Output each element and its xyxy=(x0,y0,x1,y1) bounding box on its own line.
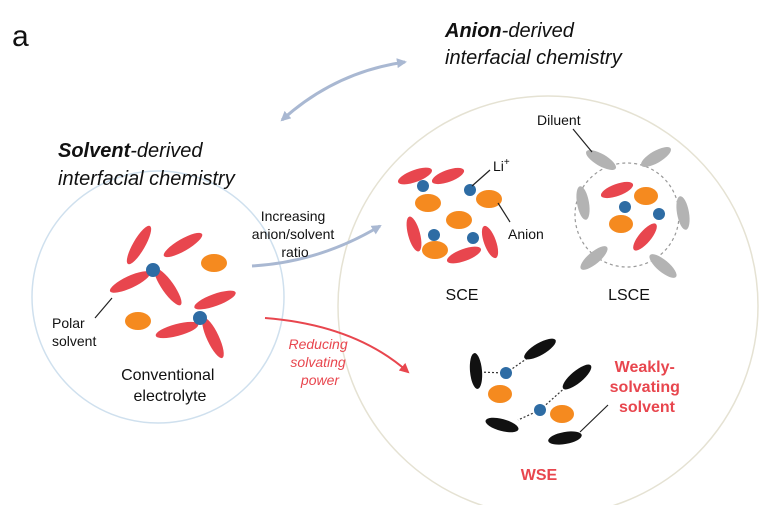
reducing-solvating-label: Reducing solvating power xyxy=(288,336,351,388)
reducing-solvating-arrow xyxy=(264,317,410,374)
lsce-label: LSCE xyxy=(608,287,650,304)
weakly-solvating-label: Weakly- solvating solvent xyxy=(610,359,685,416)
anion-header-line1: Anion-derived xyxy=(444,20,575,42)
anion-header-line2: interfacial chemistry xyxy=(445,47,623,69)
increasing-ratio-arrow xyxy=(251,224,382,268)
li-pointer xyxy=(471,169,491,187)
polar-solvent-pointer xyxy=(94,297,113,319)
diluent-pointer xyxy=(572,128,593,153)
anion-pointer xyxy=(497,202,511,223)
solvent-header-line2: interfacial chemistry xyxy=(58,168,236,190)
wse-cluster xyxy=(469,338,592,445)
conventional-electrolyte-label: Conventional electrolyte xyxy=(121,367,219,405)
conventional-electrolyte-circle xyxy=(31,170,285,424)
panel-label: a xyxy=(12,20,29,53)
two-way-arrow xyxy=(280,58,407,122)
wse-label: WSE xyxy=(521,467,558,484)
anion-label: Anion xyxy=(508,226,544,242)
conventional-molecules xyxy=(109,225,236,359)
li-label: Li+ xyxy=(493,157,510,174)
weakly-solvating-pointer xyxy=(579,404,609,433)
increasing-ratio-label: Increasing anion/solvent ratio xyxy=(252,208,338,260)
diluent-label: Diluent xyxy=(537,112,581,128)
solvent-header-line1: Solvent-derived xyxy=(58,140,203,162)
sce-cluster xyxy=(397,167,502,264)
sce-label: SCE xyxy=(446,287,479,304)
polar-solvent-label: Polar solvent xyxy=(52,315,96,349)
anion-chemistry-circle xyxy=(337,95,759,505)
lsce-cluster xyxy=(576,147,690,278)
